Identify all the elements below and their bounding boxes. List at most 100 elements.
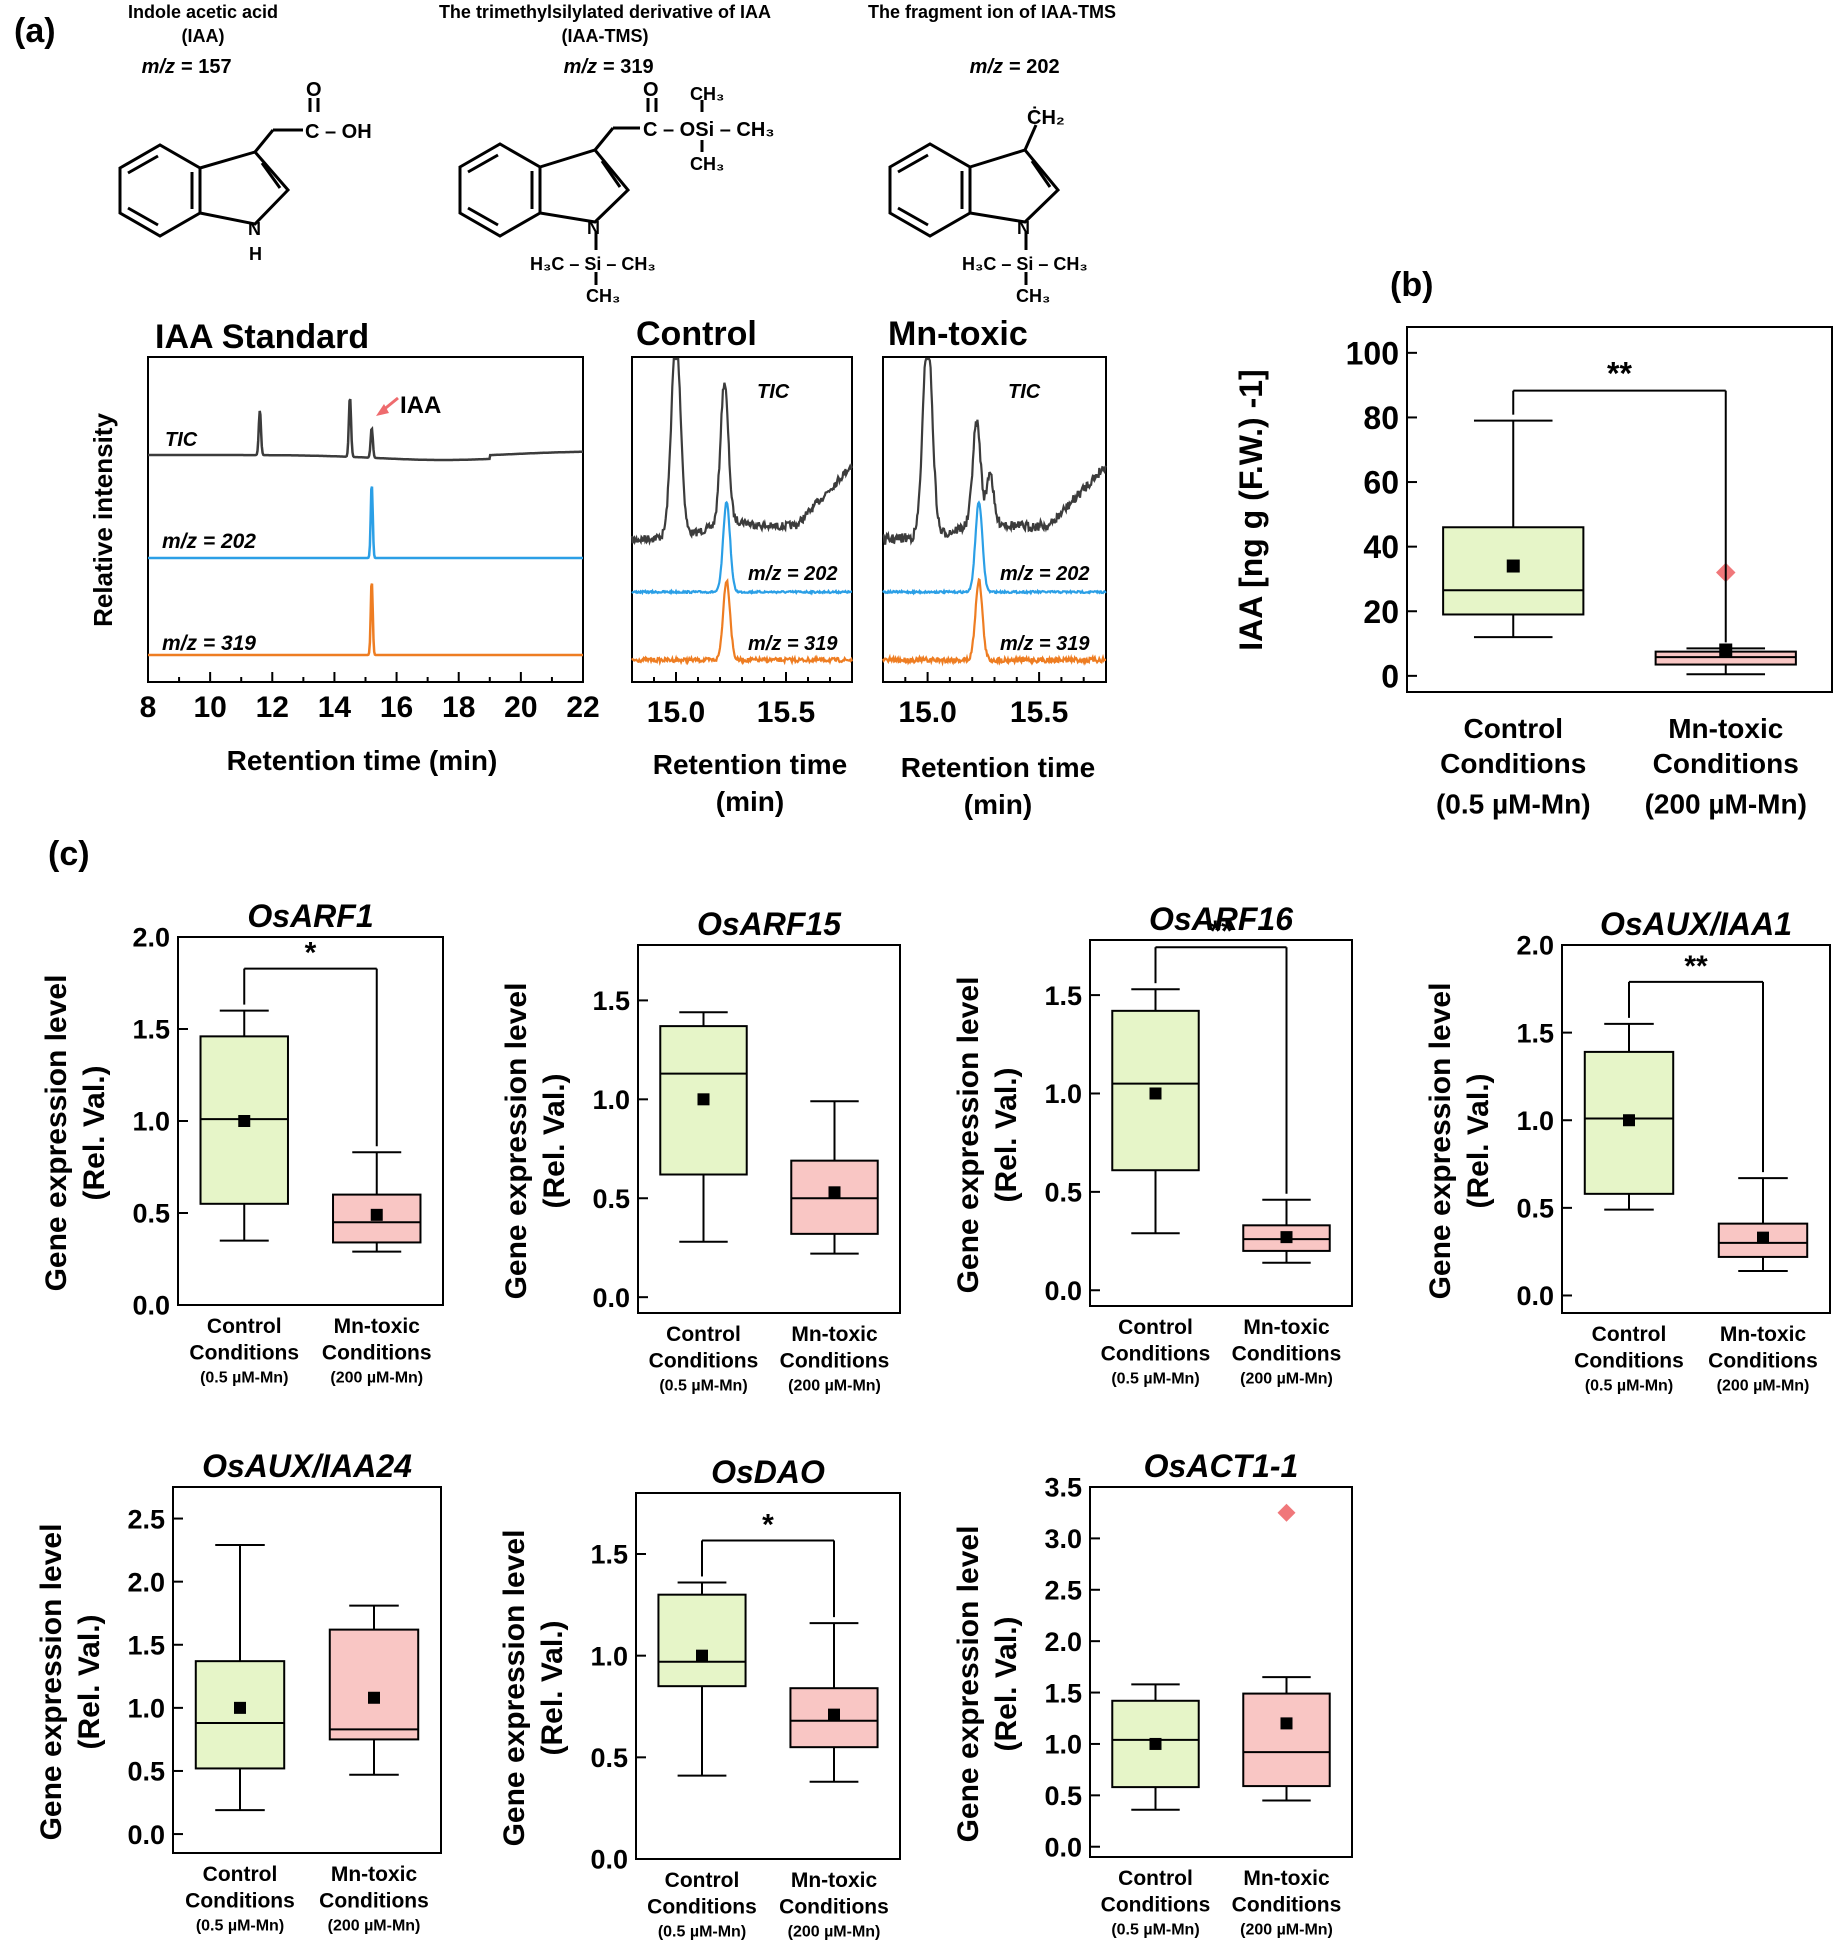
y-axis-label: Gene expression level xyxy=(1424,983,1457,1300)
plot-frame xyxy=(1089,939,1353,1307)
trace-label-mz202: m/z = 202 xyxy=(162,530,256,553)
y-tick-label: 0.0 xyxy=(1044,1276,1082,1306)
category-sublabel: (0.5 µM-Mn) xyxy=(658,1923,746,1940)
atom-label: CH₃ xyxy=(690,154,724,174)
significance-marker: * xyxy=(305,937,317,970)
box xyxy=(194,1660,286,1770)
y-tick-label: 40 xyxy=(1363,529,1399,565)
y-tick-label: 2.0 xyxy=(1044,1627,1082,1657)
x-axis-label-unit: (min) xyxy=(716,786,784,817)
y-tick-label: 2.5 xyxy=(1044,1575,1082,1605)
mz-label: m/z xyxy=(564,56,597,78)
category-sublabel: (0.5 µM-Mn) xyxy=(1436,789,1591,820)
significance-marker: ** xyxy=(1209,915,1233,948)
y-axis-label: IAA [ng g (F.W.) -1] xyxy=(1233,369,1269,650)
y-tick-label: 2.0 xyxy=(127,1567,165,1597)
plot-frame xyxy=(1561,944,1831,1314)
significance-marker: ** xyxy=(1684,950,1708,983)
y-tick-label: 2.0 xyxy=(132,923,170,953)
gene-title: OsDAO xyxy=(711,1454,825,1490)
y-tick-label: 2.0 xyxy=(1516,931,1554,961)
category-sublabel: (0.5 µM-Mn) xyxy=(196,1917,284,1934)
category-label: Mn-toxic xyxy=(334,1315,421,1338)
chromatogram-control: Control TIC m/z = 202 m/z = 319 Retentio… xyxy=(630,315,854,817)
atom-label: CH₃ xyxy=(586,286,620,306)
x-tick-label: 15.5 xyxy=(1010,696,1068,729)
mean-marker xyxy=(1719,643,1733,657)
chart-title: Control xyxy=(636,315,757,353)
y-tick-label: 0.0 xyxy=(1516,1281,1554,1311)
atom-label: CH₃ xyxy=(1016,286,1050,306)
y-tick-label: 0.0 xyxy=(127,1820,165,1850)
x-tick-label: 18 xyxy=(442,691,475,724)
significance-marker: ** xyxy=(1607,356,1632,392)
atom-label: N xyxy=(248,219,261,239)
atom-label: H₃C – Si – CH₃ xyxy=(530,254,656,274)
category-sublabel: (200 µM-Mn) xyxy=(788,1377,881,1394)
structure-title: The fragment ion of IAA-TMS xyxy=(868,2,1116,22)
gene-title: OsARF1 xyxy=(247,898,373,934)
chromatogram-mn-toxic: Mn-toxic TIC m/z = 202 m/z = 319 Retenti… xyxy=(881,315,1107,820)
y-tick-label: 1.0 xyxy=(590,1641,628,1671)
boxplot-iaa: IAA [ng g (F.W.) -1] 020406080100**Contr… xyxy=(1233,326,1833,820)
y-tick-label: 100 xyxy=(1346,335,1399,371)
mean-marker xyxy=(1506,559,1520,573)
atom-label: CH₃ xyxy=(690,84,724,104)
y-tick-label: 20 xyxy=(1363,594,1399,630)
y-tick-label: 1.5 xyxy=(1516,1018,1554,1048)
category-label: Conditions xyxy=(780,1349,890,1372)
category-sublabel: (200 µM-Mn) xyxy=(1717,1377,1810,1394)
category-label: Conditions xyxy=(319,1889,429,1912)
y-axis-label: Gene expression level xyxy=(35,1524,68,1841)
category-sublabel: (200 µM-Mn) xyxy=(1240,1370,1333,1387)
structure-title: The trimethylsilylated derivative of IAA xyxy=(439,2,771,22)
y-tick-label: 0.5 xyxy=(127,1757,165,1787)
category-label: Conditions xyxy=(1653,748,1799,779)
category-label: Conditions xyxy=(647,1895,757,1918)
y-tick-label: 1.5 xyxy=(127,1630,165,1660)
y-axis-label: Gene expression level xyxy=(952,1526,985,1843)
structure-abbr: (IAA) xyxy=(182,26,225,46)
category-label: Conditions xyxy=(1574,1349,1684,1372)
x-axis-label: Retention time xyxy=(901,752,1095,783)
mz-value: = 157 xyxy=(181,56,232,78)
gene-panel-osauxiaa24: 0.00.51.01.52.02.5ControlConditions(0.5 … xyxy=(35,1448,442,1934)
category-label: Conditions xyxy=(185,1889,295,1912)
mean-marker xyxy=(828,1708,840,1721)
trace-mz202 xyxy=(882,500,1107,596)
trace-label-tic: TIC xyxy=(1008,381,1041,403)
y-axis-label-unit: (Rel. Val.) xyxy=(990,1067,1023,1202)
y-tick-label: 0 xyxy=(1381,658,1399,694)
category-label: Conditions xyxy=(649,1349,759,1372)
mz-label: m/z xyxy=(970,56,1003,78)
y-tick-label: 0.5 xyxy=(1044,1178,1082,1208)
trace-label-tic: TIC xyxy=(757,381,790,403)
mean-marker xyxy=(828,1186,841,1199)
y-axis-label: Gene expression level xyxy=(952,977,985,1294)
mean-marker xyxy=(1280,1231,1293,1244)
category-label: Control xyxy=(1118,1867,1193,1890)
iaa-annotation: IAA xyxy=(400,392,441,419)
y-tick-label: 1.5 xyxy=(132,1015,170,1045)
x-tick-label: 15.5 xyxy=(757,696,815,729)
mz-value: = 319 xyxy=(603,56,654,78)
plot-frame xyxy=(1089,1486,1353,1858)
category-label: Mn-toxic xyxy=(1720,1323,1807,1346)
category-sublabel: (0.5 µM-Mn) xyxy=(659,1377,747,1394)
category-label: Conditions xyxy=(1708,1349,1818,1372)
category-label: Mn-toxic xyxy=(1243,1316,1330,1339)
y-axis-label-unit: (Rel. Val.) xyxy=(538,1073,571,1208)
atom-label: H₃C – Si – CH₃ xyxy=(962,254,1088,274)
y-axis-label-unit: (Rel. Val.) xyxy=(73,1614,106,1749)
x-tick-label: 16 xyxy=(380,691,413,724)
trace-label-tic: TIC xyxy=(165,429,198,451)
panel-label-c: (c) xyxy=(48,835,90,873)
trace-1 xyxy=(148,486,583,560)
category-label: Mn-toxic xyxy=(791,1323,878,1346)
structure-fragment: The fragment ion of IAA-TMS m/z = 202 xyxy=(868,2,1116,78)
mean-marker xyxy=(1623,1114,1635,1127)
